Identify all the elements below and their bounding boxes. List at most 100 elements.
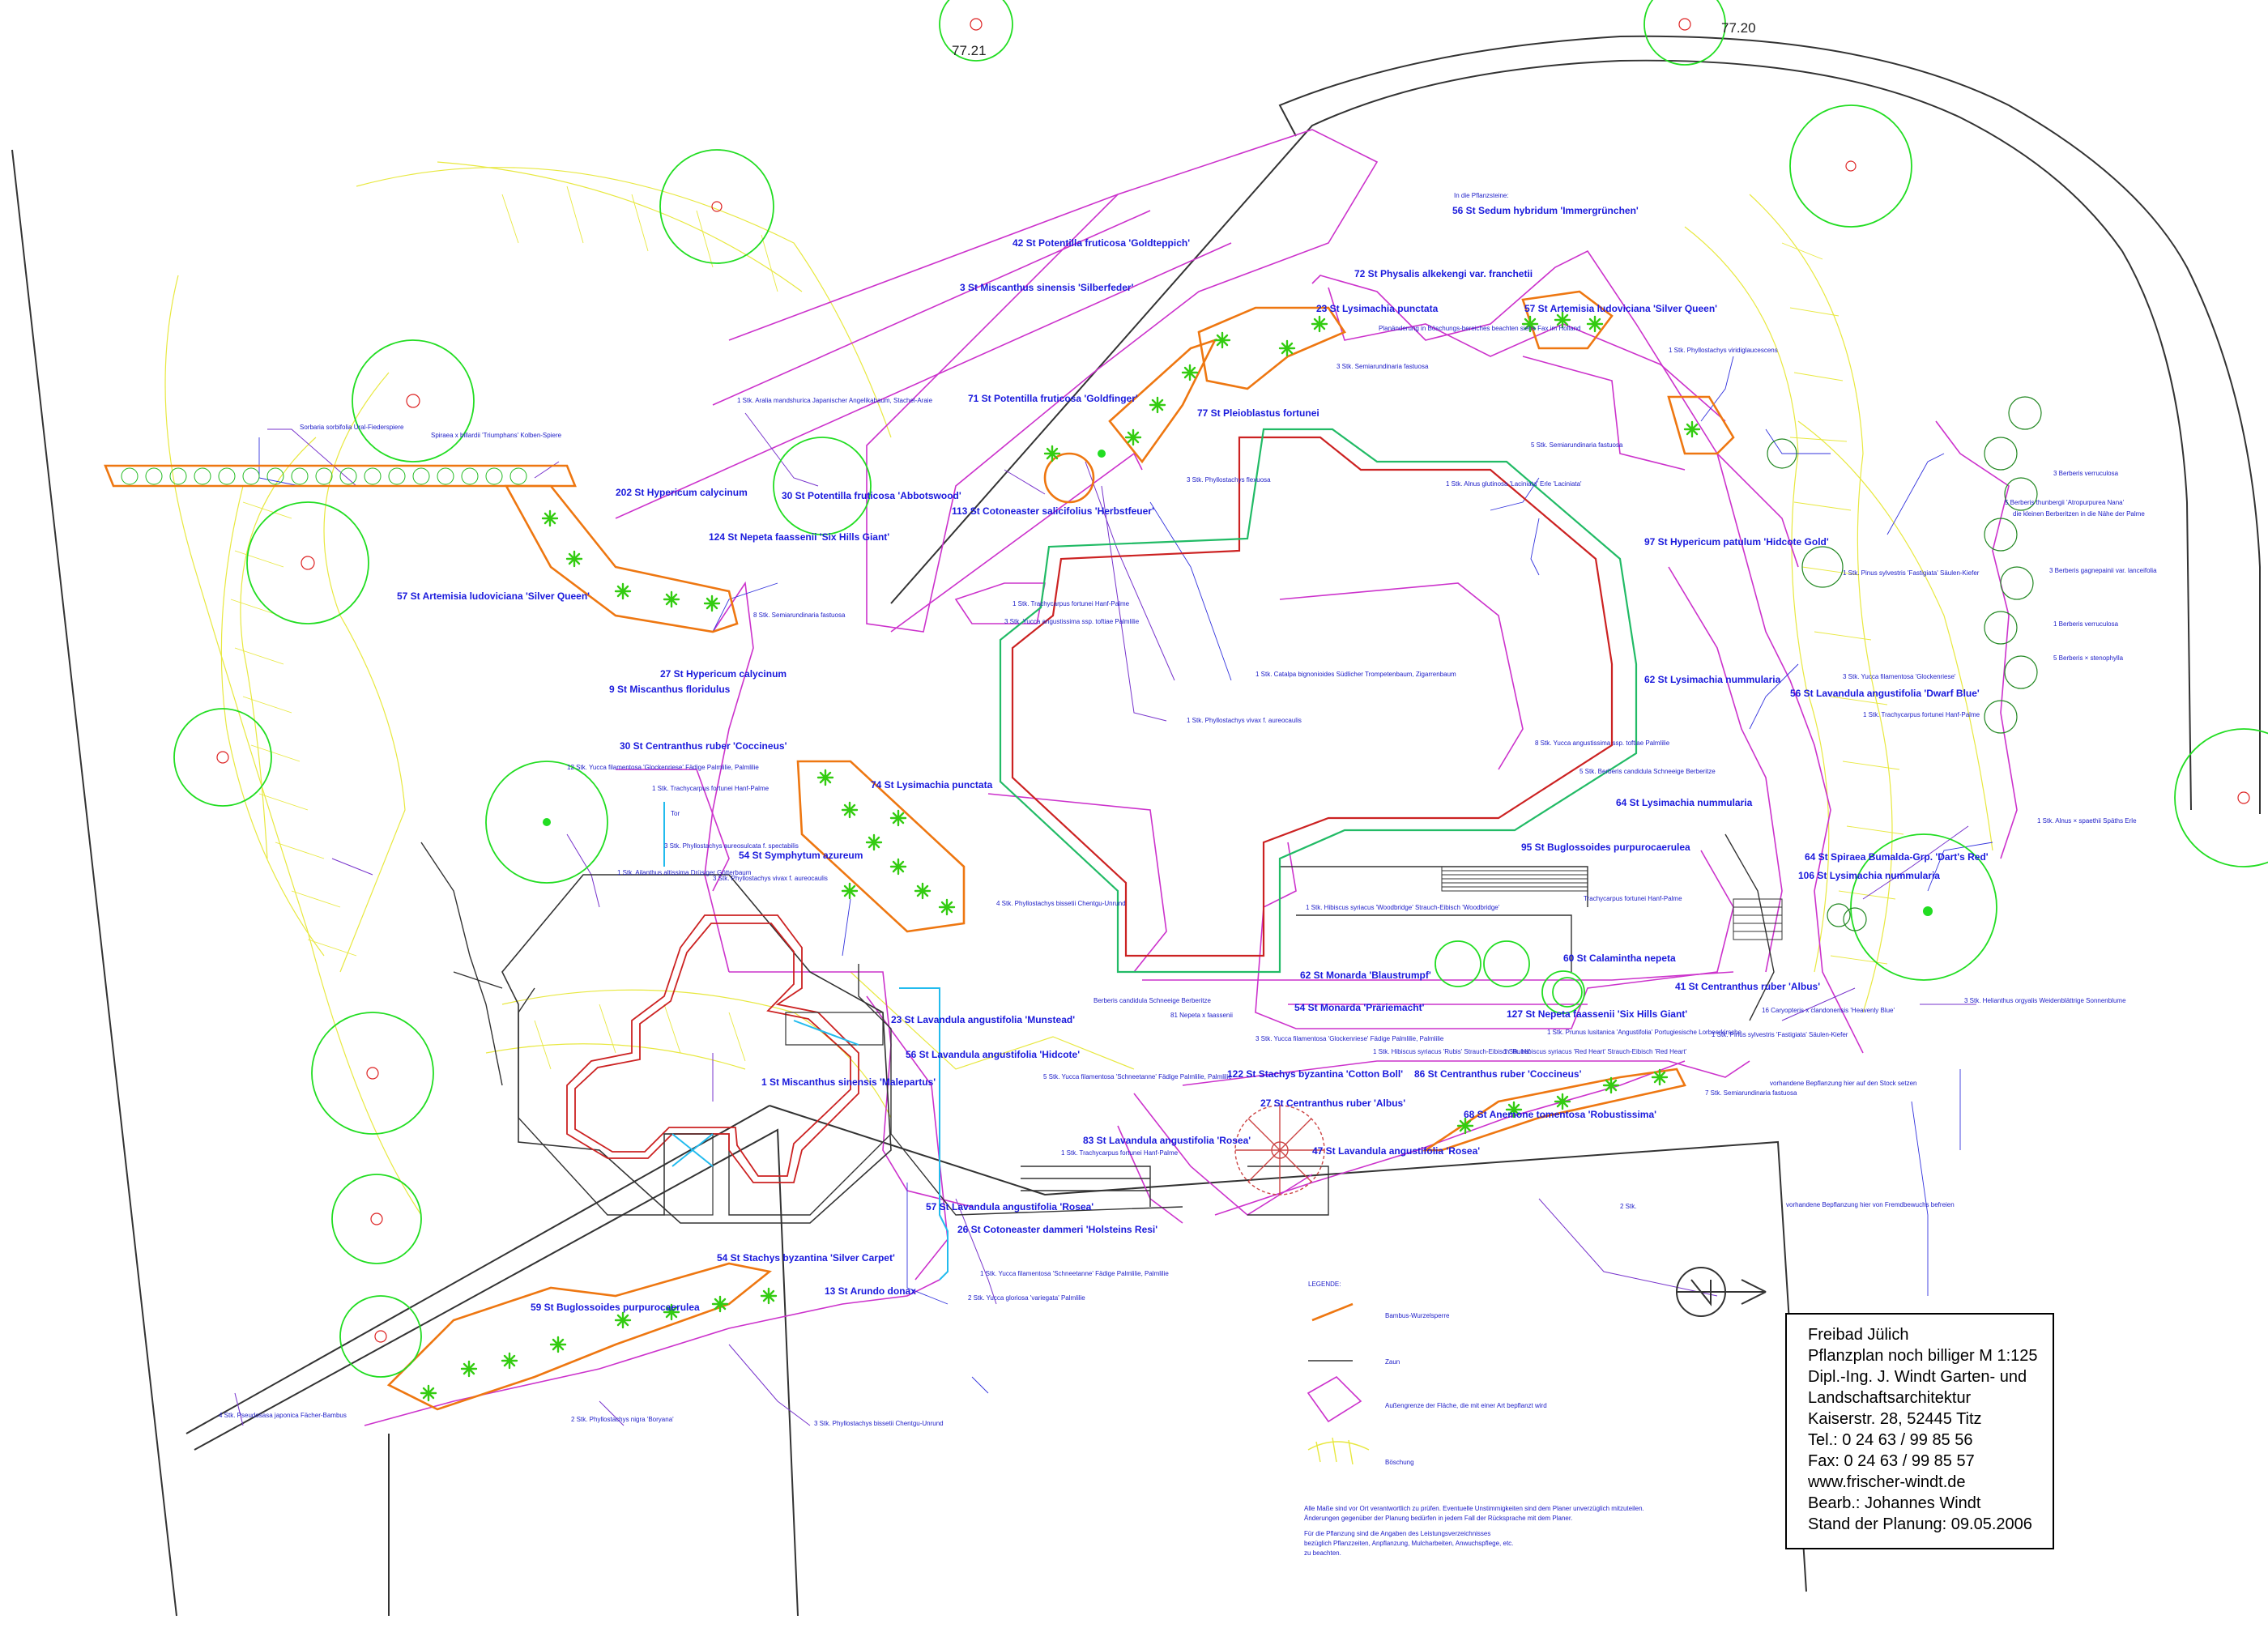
note: 12 Stk. Yucca filamentosa 'Glockenriese'… — [567, 764, 759, 771]
legend-swatch-slope — [1307, 1437, 1370, 1465]
title-line: Stand der Planung: 09.05.2006 — [1808, 1515, 2032, 1533]
note: 2 Stk. Phyllostachys nigra 'Boryana' — [571, 1416, 674, 1423]
note: 3 Stk. Helianthus orgyalis Weidenblättri… — [1964, 997, 2126, 1004]
plant-label: 54 St Stachys byzantina 'Silver Carpet' — [717, 1252, 895, 1264]
legend-swatch-bamboo — [1311, 1302, 1354, 1322]
note-line: bezüglich Pflanzzeiten, Anpflanzung, Mul… — [1304, 1540, 1513, 1547]
note: 3 Stk. Phyllostachys bissetii Chentgu-Un… — [814, 1420, 944, 1427]
note: 8 Stk. Yucca angustissima ssp. toftiae P… — [1535, 739, 1670, 747]
title-line: www.frischer-windt.de — [1807, 1473, 1966, 1491]
plant-label: 71 St Potentilla fruticosa 'Goldfinger' — [968, 393, 1138, 404]
plant-label: 59 St Buglossoides purpurocaerulea — [531, 1302, 700, 1313]
pool-slide — [663, 1012, 884, 1216]
note: 16 Caryopteris x clandonensis 'Heavenly … — [1762, 1007, 1895, 1014]
note: 3 Stk. Semiarundinaria fastuosa — [1336, 363, 1429, 370]
berberis-column — [1767, 396, 2042, 931]
note: 1 Stk. Trachycarpus fortunei Hanf-Palme — [1013, 600, 1130, 607]
bamboo-root-barriers — [104, 290, 1735, 1411]
plant-label: 72 St Physalis alkekengi var. franchetii — [1354, 268, 1533, 279]
legend-title: LEGENDE: — [1308, 1281, 1341, 1288]
plant-label: 127 St Nepeta faassenii 'Six Hills Giant… — [1507, 1008, 1687, 1020]
note: 1 Stk. Hibiscus syriacus 'Rubis' Strauch… — [1373, 1048, 1531, 1055]
note: 1 Stk. Phyllostachys viridiglaucescens — [1669, 347, 1778, 354]
plant-label: 27 St Hypericum calycinum — [660, 668, 787, 680]
plant-label: 23 St Lysimachia punctata — [1316, 303, 1439, 314]
plant-label: 62 St Lysimachia nummularia — [1644, 674, 1781, 685]
plant-label: 95 St Buglossoides purpurocaerulea — [1521, 842, 1690, 853]
note: 1 Stk. Ailanthus altissima Drüsiger Gött… — [617, 869, 752, 876]
plant-label: 64 St Spiraea Bumalda-Grp. 'Dart's Red' — [1805, 851, 1989, 863]
legend-item: Außengrenze der Fläche, die mit einer Ar… — [1385, 1402, 1547, 1409]
main-pool — [999, 428, 1638, 974]
note: 81 Nepeta x faassenii — [1170, 1012, 1233, 1019]
legend-item: Bambus-Wurzelsperre — [1385, 1312, 1450, 1319]
title-block-frame — [1785, 1313, 2054, 1549]
plant-label: 56 St Lavandula angustifolia 'Dwarf Blue… — [1790, 688, 1980, 699]
note: Tor — [671, 810, 680, 817]
note: vorhandene Bepflanzung hier von Fremdbew… — [1786, 1201, 1955, 1208]
note: 2 Stk. Yucca gloriosa 'variegata' Palmli… — [968, 1294, 1085, 1302]
plant-label: 68 St Anemone tomentosa 'Robustissima' — [1464, 1109, 1656, 1120]
title-line: Landschaftsarchitektur — [1808, 1389, 1972, 1407]
note: 5 Stk. Berberis candidula Schneeige Berb… — [1580, 768, 1716, 775]
note: 1 Stk. Aralia mandshurica Japanischer An… — [737, 397, 933, 404]
small-notes: Sorbaria sorbifolia Ural-Fiederspiere Sp… — [219, 192, 2157, 1427]
plant-label: 202 St Hypericum calycinum — [616, 487, 748, 498]
plant-label: 57 St Artemisia ludoviciana 'Silver Quee… — [397, 590, 590, 602]
note: 1 Berberis verruculosa — [2053, 620, 2119, 628]
plant-label: 54 St Symphytum azureum — [739, 850, 863, 861]
note: Trachycarpus fortunei Hanf-Palme — [1584, 895, 1682, 902]
note: 1 Stk. Trachycarpus fortunei Hanf-Palme — [1863, 711, 1980, 718]
note: 4 Stk. Pseudosasa japonica Fächer-Bambus — [219, 1412, 347, 1419]
legend-swatch-area — [1307, 1376, 1362, 1423]
note: 8 Stk. Semiarundinaria fastuosa — [753, 612, 846, 619]
note: die kleinen Berberitzen in die Nähe der … — [2013, 510, 2145, 518]
note: 3 Stk. Phyllostachys flexuosa — [1187, 476, 1271, 484]
plant-label: 27 St Centranthus ruber 'Albus' — [1260, 1097, 1405, 1109]
note: 3 Berberis verruculosa — [2053, 470, 2119, 477]
note: 1 Stk. Phyllostachys vivax f. aureocauli… — [1187, 717, 1302, 724]
plant-label: 60 St Calamintha nepeta — [1563, 953, 1676, 964]
note-line: Für die Pflanzung sind die Angaben des L… — [1304, 1530, 1490, 1537]
note: 1 Stk. Prunus lusitanica 'Angustifolia' … — [1547, 1029, 1742, 1036]
note: In die Pflanzsteine: — [1454, 192, 1509, 199]
planting-area-outlines — [364, 129, 2018, 1426]
childrens-pool — [566, 914, 859, 1183]
note: 3 Stk. Yucca angustissima ssp. toftiae P… — [1004, 618, 1140, 625]
general-notes: Alle Maße sind vor Ort verantwortlich zu… — [1304, 1505, 1644, 1557]
title-line: Dipl.-Ing. J. Windt Garten- und — [1808, 1368, 2027, 1386]
note: 5 Stk. Yucca filamentosa 'Schneetanne' F… — [1043, 1073, 1232, 1080]
steps — [1441, 866, 1783, 940]
site-boundary — [11, 35, 2261, 1617]
note: 7 Stk. Semiarundinaria fastuosa — [1705, 1089, 1797, 1097]
plant-label: 83 St Lavandula angustifolia 'Rosea' — [1083, 1135, 1251, 1146]
plant-label: 56 St Lavandula angustifolia 'Hidcote' — [906, 1049, 1080, 1060]
elevation-mark: 77.20 — [1721, 20, 1756, 36]
note: 3 Berberis gagnepainii var. lanceifolia — [2049, 567, 2157, 574]
plant-label: 3 St Miscanthus sinensis 'Silberfeder' — [960, 282, 1134, 293]
plant-label: 77 St Pleioblastus fortunei — [1197, 407, 1319, 419]
plant-label: 47 St Lavandula angustifolia 'Rosea' — [1312, 1145, 1480, 1157]
title-line: Pflanzplan noch billiger M 1:125 — [1808, 1347, 2038, 1365]
plant-label: 57 St Artemisia ludoviciana 'Silver Quee… — [1524, 303, 1717, 314]
note: 5 Berberis thunbergii 'Atropurpurea Nana… — [2005, 499, 2125, 506]
note: Sorbaria sorbifolia Ural-Fiederspiere — [300, 424, 404, 431]
play-area-outline — [501, 874, 892, 1224]
note-line: zu beachten. — [1304, 1549, 1341, 1557]
title-line: Freibad Jülich — [1808, 1326, 1909, 1344]
plant-label: 41 St Centranthus ruber 'Albus' — [1675, 981, 1820, 992]
slope-hatching — [230, 185, 1904, 1070]
north-arrow — [1676, 1267, 1767, 1317]
plant-label: 56 St Sedum hybridum 'Immergrünchen' — [1452, 205, 1639, 216]
note: 1 Stk. Catalpa bignonioides Südlicher Tr… — [1256, 671, 1456, 678]
plant-label: 86 St Centranthus ruber 'Coccineus' — [1414, 1068, 1582, 1080]
note: 1 Stk. Pinus sylvestris 'Fastigiata' Säu… — [1712, 1031, 1848, 1038]
plant-label: 54 St Monarda 'Präriemacht' — [1294, 1002, 1425, 1013]
tree-centers — [543, 450, 1933, 916]
title-block: Freibad Jülich Pflanzplan noch billiger … — [1785, 1313, 2054, 1549]
title-line: Kaiserstr. 28, 52445 Titz — [1808, 1410, 1982, 1428]
note: 1 Stk. Pinus sylvestris 'Fastigiata' Säu… — [1843, 569, 1980, 577]
plant-label: 23 St Lavandula angustifolia 'Munstead' — [891, 1014, 1075, 1025]
note: 1 Stk. Yucca filamentosa 'Schneetanne' F… — [980, 1270, 1169, 1277]
plant-label: 13 St Arundo donax — [825, 1285, 916, 1297]
